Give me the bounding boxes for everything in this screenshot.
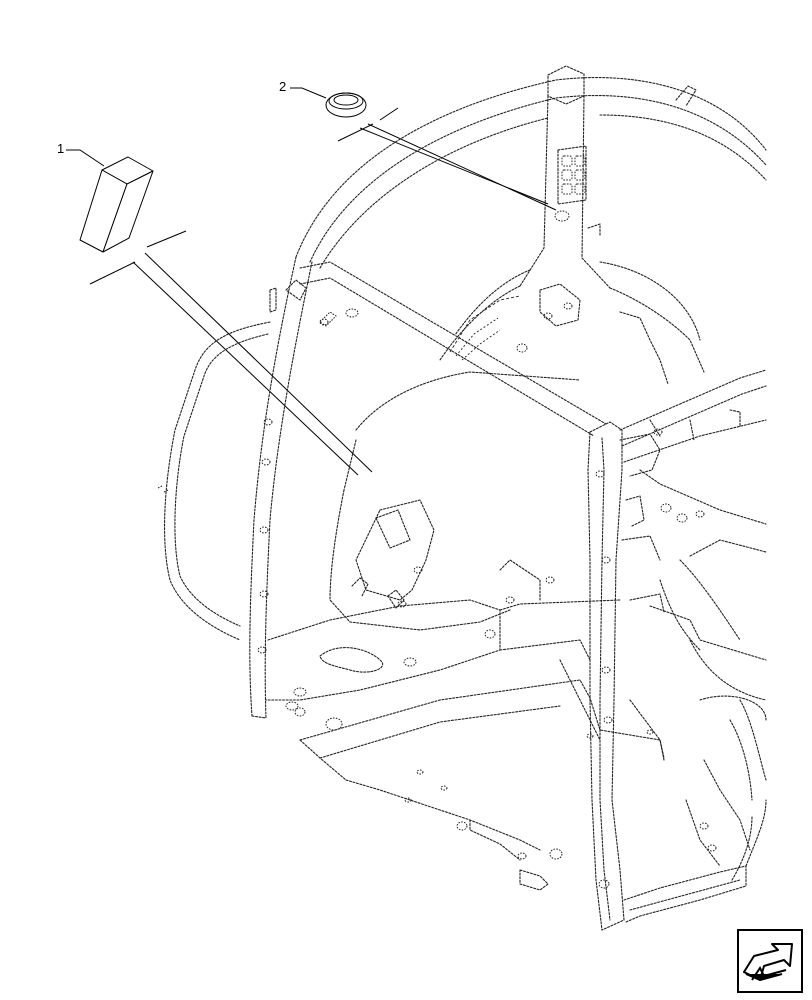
cab-structure <box>157 65 767 931</box>
foam-block-part <box>79 156 154 253</box>
callout-1-break-line-a <box>89 261 136 285</box>
grommet-part <box>325 92 367 118</box>
callout-1-break-line-b <box>146 230 187 248</box>
callout-1-ref-line-b <box>144 252 373 473</box>
callout-number-2: 2 <box>279 79 286 94</box>
callout-1-ref-line-a <box>132 261 359 476</box>
callout-1: 1 <box>57 141 373 476</box>
callout-2-break-line-b <box>379 107 399 121</box>
callout-number-1: 1 <box>57 141 64 156</box>
callout-2-ref-line-a <box>359 127 549 205</box>
callout-2-break-line-a <box>337 123 374 142</box>
callout-2-leader <box>290 87 327 99</box>
callout-2: 2 <box>279 79 557 211</box>
callout-1-leader <box>66 149 105 167</box>
callout-2-ref-line-b <box>367 123 557 211</box>
page-turn-arrow-icon[interactable] <box>737 929 803 993</box>
